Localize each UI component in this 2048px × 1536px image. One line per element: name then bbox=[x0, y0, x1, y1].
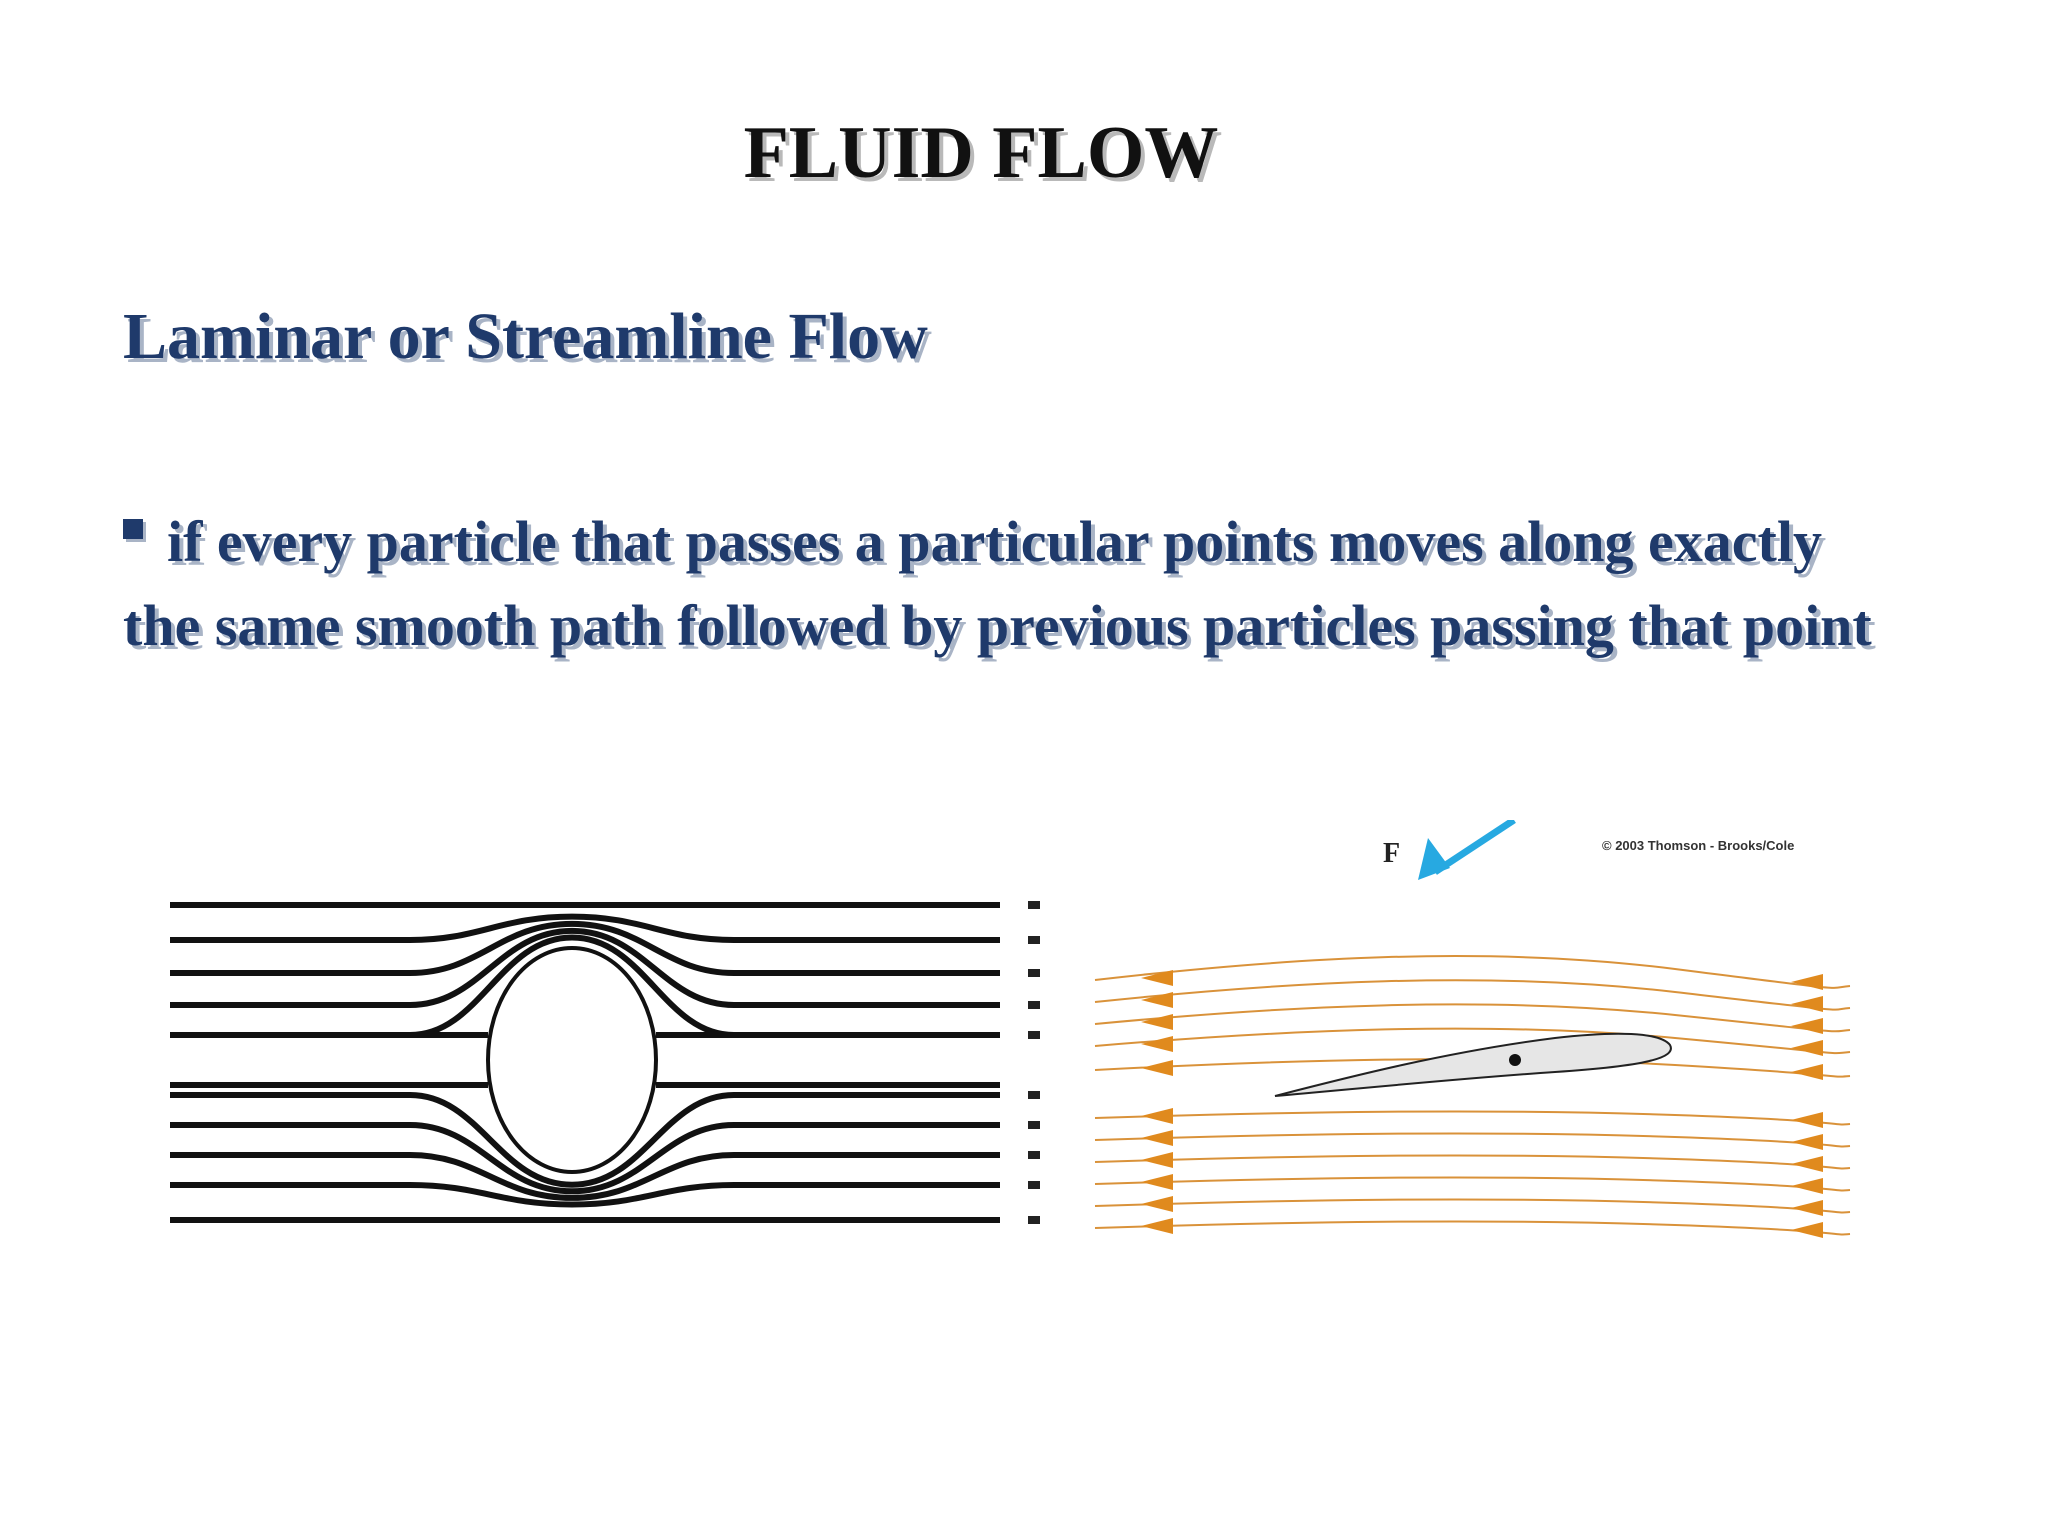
airflow-streamline bbox=[1094, 1132, 1851, 1148]
flow-direction-arrow-icon bbox=[1791, 974, 1823, 990]
flow-direction-arrow-icon bbox=[1791, 1178, 1823, 1194]
flow-direction-arrow-icon bbox=[1141, 1036, 1173, 1052]
flow-direction-arrow-icon bbox=[1791, 1222, 1823, 1238]
flow-direction-arrow-icon bbox=[1141, 970, 1173, 986]
airfoil-wing bbox=[1274, 1032, 1672, 1097]
bullet-point: if every particle that passes a particul… bbox=[123, 500, 1903, 668]
center-of-pressure-dot bbox=[1509, 1054, 1521, 1066]
cylinder-streamline-diagram bbox=[170, 901, 1040, 1224]
flow-direction-arrow-icon bbox=[1791, 1156, 1823, 1172]
streamline bbox=[170, 1182, 1000, 1208]
bullet-text: if every particle that passes a particul… bbox=[123, 509, 1872, 658]
streamline bbox=[170, 913, 1000, 943]
airflow-streamline bbox=[1094, 1220, 1851, 1236]
streamline-end-marker bbox=[1028, 1031, 1040, 1039]
streamline bbox=[170, 934, 1000, 1038]
flow-direction-arrow-icon bbox=[1791, 1134, 1823, 1150]
streamline bbox=[170, 1152, 1000, 1201]
slide-title: FLUID FLOW bbox=[743, 112, 1219, 194]
flow-direction-arrow-icon bbox=[1791, 1112, 1823, 1128]
streamline bbox=[170, 927, 1000, 1008]
streamline-end-marker bbox=[1028, 1121, 1040, 1129]
streamline bbox=[170, 920, 1000, 976]
streamline-end-marker bbox=[1028, 1181, 1040, 1189]
flow-direction-arrow-icon bbox=[1141, 992, 1173, 1008]
copyright-notice: © 2003 Thomson - Brooks/Cole bbox=[1602, 838, 1794, 853]
force-label: F bbox=[1383, 838, 1400, 869]
streamline-end-marker bbox=[1028, 1001, 1040, 1009]
airflow-streamline bbox=[1094, 1176, 1851, 1192]
airflow-streamline bbox=[1094, 979, 1851, 1011]
streamline-end-marker bbox=[1028, 1216, 1040, 1224]
cylinder-streamlines bbox=[170, 902, 1000, 1223]
airfoil-flow-arrows bbox=[1141, 970, 1823, 1238]
flow-direction-arrow-icon bbox=[1791, 996, 1823, 1012]
cylinder-obstacle bbox=[486, 946, 658, 1174]
streamline bbox=[170, 1092, 1000, 1188]
streamline bbox=[170, 1122, 1000, 1195]
streamline-end-marker bbox=[1028, 969, 1040, 977]
streamline-end-marker bbox=[1028, 901, 1040, 909]
flow-direction-arrow-icon bbox=[1141, 1130, 1173, 1146]
flow-direction-arrow-icon bbox=[1141, 1196, 1173, 1212]
airflow-streamline bbox=[1094, 1110, 1851, 1126]
airflow-streamline bbox=[1094, 1154, 1851, 1170]
streamline-end-marker bbox=[1028, 1091, 1040, 1099]
force-vector bbox=[1433, 820, 1516, 875]
flow-direction-arrow-icon bbox=[1141, 1060, 1173, 1076]
flow-direction-arrow-icon bbox=[1141, 1152, 1173, 1168]
airfoil-streamlines bbox=[1094, 955, 1851, 1236]
bullet-square-icon bbox=[123, 519, 143, 539]
flow-direction-arrow-icon bbox=[1791, 1200, 1823, 1216]
flow-direction-arrow-icon bbox=[1141, 1174, 1173, 1190]
flow-direction-arrow-icon bbox=[1141, 1218, 1173, 1234]
streamline-end-marker bbox=[1028, 1151, 1040, 1159]
flow-direction-arrow-icon bbox=[1791, 1064, 1823, 1080]
airflow-streamline bbox=[1094, 955, 1851, 989]
slide-subtitle: Laminar or Streamline Flow bbox=[123, 300, 928, 373]
airflow-streamline bbox=[1094, 1003, 1851, 1033]
airflow-streamline bbox=[1094, 1198, 1851, 1214]
airflow-streamline bbox=[1094, 1027, 1851, 1055]
force-arrowhead-icon bbox=[1418, 838, 1450, 880]
flow-direction-arrow-icon bbox=[1791, 1018, 1823, 1034]
flow-direction-arrow-icon bbox=[1791, 1040, 1823, 1056]
streamline-end-marker bbox=[1028, 936, 1040, 944]
flow-direction-arrow-icon bbox=[1141, 1108, 1173, 1124]
flow-direction-arrow-icon bbox=[1141, 1014, 1173, 1030]
airfoil-streamline-diagram: © 2003 Thomson - Brooks/Cole F bbox=[1094, 820, 1851, 1238]
cylinder-end-markers bbox=[1028, 901, 1040, 1224]
